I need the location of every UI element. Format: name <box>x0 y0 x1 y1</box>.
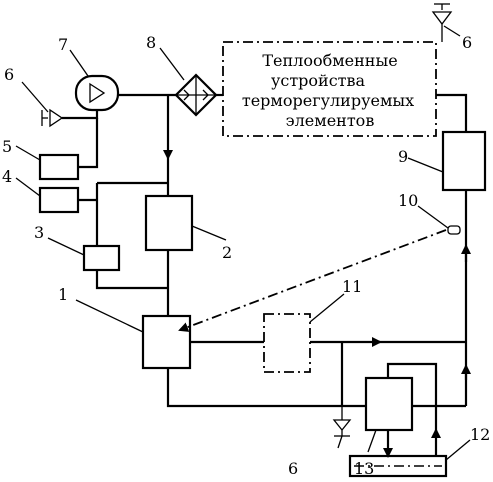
label-2: 2 <box>222 243 232 262</box>
block-12 <box>348 454 448 478</box>
leader-4 <box>15 177 41 197</box>
block-2 <box>144 194 194 252</box>
signal-10-to-1 <box>178 229 447 332</box>
leader-2 <box>191 225 227 241</box>
leader-10 <box>417 205 449 229</box>
box-title-line-3: терморегулируемых <box>242 91 414 110</box>
pump-7 <box>74 74 120 112</box>
block-9 <box>441 130 487 192</box>
leader-7 <box>69 49 89 77</box>
label-3: 3 <box>34 223 44 242</box>
label-6-bottom: 6 <box>288 459 298 478</box>
label-12: 12 <box>470 425 490 444</box>
box-title-line-1: Теплообменные <box>262 51 397 70</box>
label-1: 1 <box>58 285 68 304</box>
block-4 <box>38 186 80 214</box>
label-5: 5 <box>2 137 12 156</box>
label-4: 4 <box>2 167 12 186</box>
label-6-left: 6 <box>4 65 14 84</box>
leader-3 <box>47 237 85 256</box>
leader-5 <box>15 145 41 161</box>
label-9: 9 <box>398 147 408 166</box>
pipe-13-top <box>386 362 438 406</box>
block-1 <box>141 314 192 370</box>
block-13 <box>364 376 414 432</box>
leader-9 <box>407 157 444 173</box>
exchanger-8 <box>174 73 218 117</box>
box-title-line-4: элементов <box>286 111 375 130</box>
heat-exchange-box <box>222 41 437 137</box>
leader-6-left <box>21 81 49 113</box>
label-10: 10 <box>398 191 418 210</box>
label-11: 11 <box>342 277 362 296</box>
pipe-3-down <box>95 270 168 290</box>
pipe-6-to-7 <box>62 110 99 120</box>
sensor-10 <box>447 225 461 235</box>
leader-6-top <box>443 25 461 37</box>
leader-6-bottom <box>337 435 343 449</box>
leader-1 <box>75 299 144 333</box>
label-8: 8 <box>146 33 156 52</box>
label-6-top: 6 <box>462 33 472 52</box>
valve-6-top <box>431 3 453 42</box>
leader-12 <box>445 439 471 461</box>
pipe-box-to-9 <box>436 93 468 132</box>
block-11 <box>263 313 311 373</box>
valve-6-left <box>41 108 64 128</box>
valve-6-bottom <box>332 406 352 437</box>
leader-13 <box>367 429 377 453</box>
block-3 <box>82 244 121 272</box>
block-5 <box>38 153 80 181</box>
box-title-line-2: устройства <box>271 71 366 90</box>
label-7: 7 <box>58 35 68 54</box>
pipe-1-bottom <box>166 368 366 408</box>
label-13: 13 <box>354 459 374 478</box>
pipe-5-to-7 <box>78 118 99 169</box>
leader-11 <box>309 293 345 323</box>
leader-8 <box>159 47 185 81</box>
